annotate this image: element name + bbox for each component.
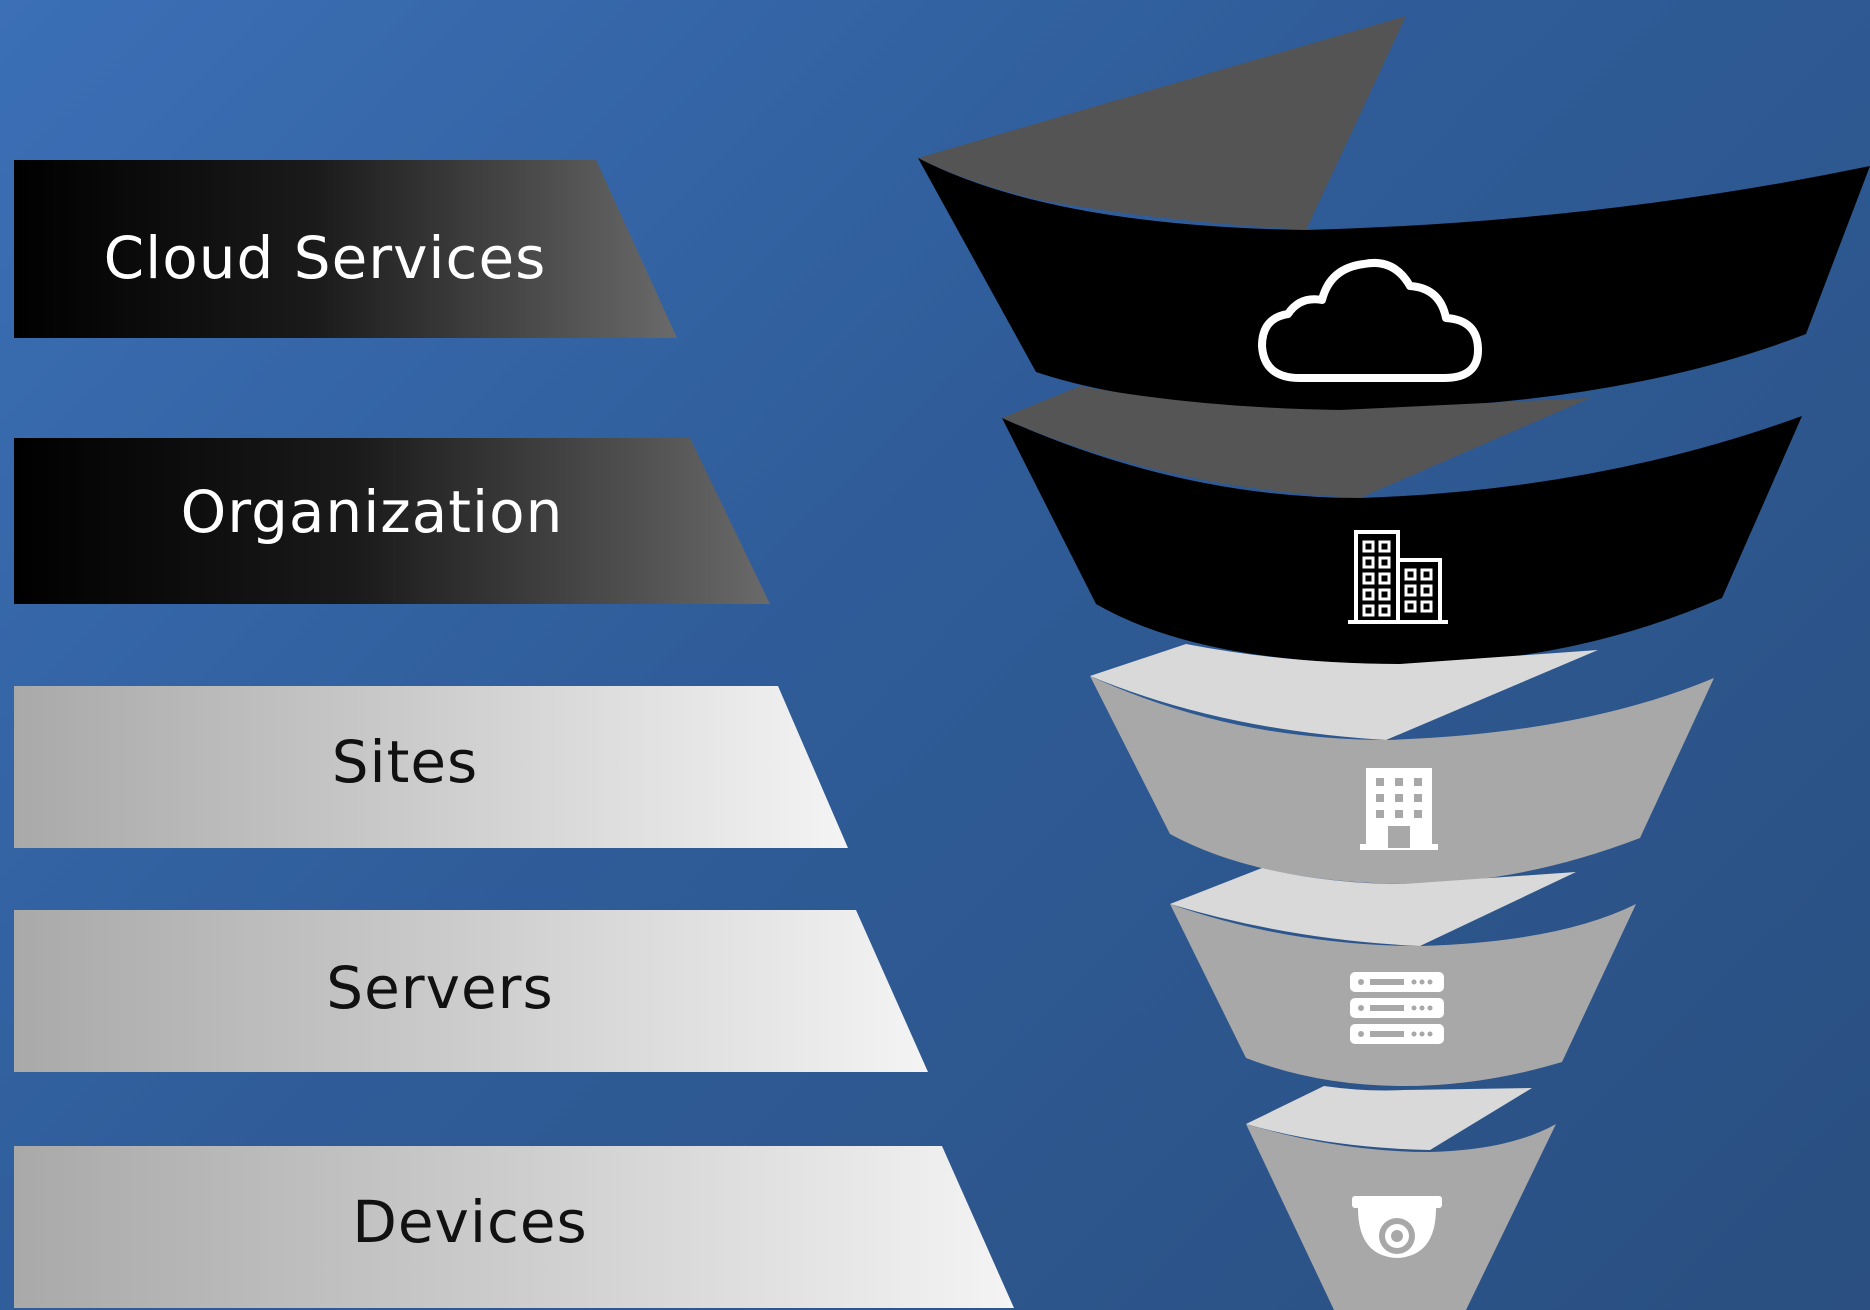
funnel-tier-servers: [1170, 868, 1636, 1086]
funnel-tier-cloud: [918, 16, 1870, 410]
label-banner: [14, 160, 677, 338]
tier-band: [918, 158, 1870, 410]
layer-label-organization: Organization: [14, 438, 770, 604]
label-banner: [14, 1146, 1014, 1308]
security-camera-icon: [1352, 1196, 1442, 1258]
tier-back-flap: [1002, 386, 1590, 498]
tier-back-flap: [1090, 644, 1598, 740]
label-text: Sites: [332, 728, 479, 796]
tier-back-flap: [1246, 1086, 1532, 1150]
cloud-icon: [1258, 259, 1482, 382]
building-icon: [1360, 768, 1438, 850]
tier-back-flap: [1170, 868, 1576, 946]
tier-band: [1170, 904, 1636, 1086]
layer-label-cloud-services: Cloud Services: [14, 160, 677, 338]
office-buildings-icon: [1348, 530, 1448, 624]
label-banner: [14, 686, 848, 848]
label-text: Organization: [181, 478, 564, 546]
label-banner: [14, 438, 770, 604]
label-banner: [14, 910, 928, 1072]
server-rack-icon: [1350, 972, 1444, 1044]
label-text: Servers: [326, 954, 553, 1022]
layer-label-sites: Sites: [14, 686, 848, 848]
label-text: Devices: [352, 1188, 588, 1256]
layer-label-servers: Servers: [14, 910, 928, 1072]
label-text: Cloud Services: [104, 224, 547, 292]
layer-label-devices: Devices: [14, 1146, 1014, 1308]
funnel-tier-organization: [1002, 386, 1802, 664]
tier-back-flap: [918, 16, 1406, 230]
tier-band: [1002, 416, 1802, 664]
